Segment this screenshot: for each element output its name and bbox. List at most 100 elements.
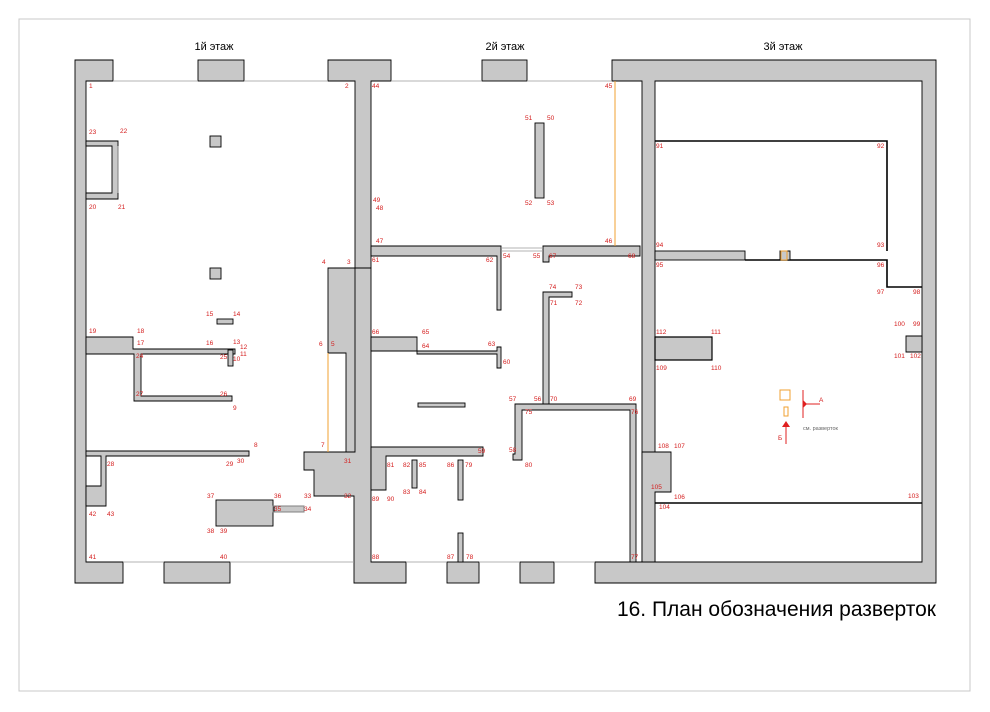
point-label-57: 57: [509, 396, 517, 403]
sheet-title: 16. План обозначения разверток: [617, 598, 937, 621]
point-label-17: 17: [137, 340, 145, 347]
point-label-65: 65: [422, 329, 430, 336]
point-label-61: 61: [372, 257, 380, 264]
point-label-12: 12: [240, 344, 248, 351]
point-label-13: 13: [233, 339, 241, 346]
point-label-19: 19: [89, 328, 97, 335]
outer-walls: [74, 59, 937, 584]
point-label-72: 72: [575, 300, 583, 307]
point-label-62: 62: [486, 257, 494, 264]
point-label-84: 84: [419, 489, 427, 496]
point-label-112: 112: [656, 329, 667, 336]
arrow-b-label: Б: [778, 435, 782, 442]
point-label-71: 71: [550, 300, 558, 307]
point-label-49: 49: [373, 197, 381, 204]
point-label-80: 80: [525, 462, 533, 469]
point-label-83: 83: [403, 489, 411, 496]
point-label-33: 33: [304, 493, 312, 500]
point-label-74: 74: [549, 284, 557, 291]
point-label-4: 4: [322, 259, 326, 266]
point-label-105: 105: [651, 484, 662, 491]
point-label-107: 107: [674, 443, 685, 450]
point-label-87: 87: [447, 554, 455, 561]
point-label-54: 54: [503, 253, 511, 260]
point-label-1: 1: [89, 83, 93, 90]
point-label-43: 43: [107, 511, 115, 518]
point-label-68: 68: [628, 253, 636, 260]
point-label-6: 6: [319, 341, 323, 348]
point-label-40: 40: [220, 554, 228, 561]
point-label-32: 32: [344, 493, 352, 500]
point-label-26: 26: [220, 391, 228, 398]
point-label-63: 63: [488, 341, 496, 348]
point-label-55: 55: [533, 253, 541, 260]
point-label-9: 9: [233, 405, 237, 412]
point-label-38: 38: [207, 528, 215, 535]
point-label-41: 41: [89, 554, 97, 561]
point-label-29: 29: [226, 461, 234, 468]
point-label-104: 104: [659, 504, 670, 511]
point-label-78: 78: [466, 554, 474, 561]
point-label-89: 89: [372, 496, 380, 503]
point-label-66: 66: [372, 329, 380, 336]
point-label-86: 86: [447, 462, 455, 469]
legend-arrows: А Б см. разверток: [778, 390, 839, 444]
point-label-97: 97: [877, 289, 885, 296]
legend-note: см. разверток: [803, 426, 839, 432]
point-label-53: 53: [547, 200, 555, 207]
point-label-103: 103: [908, 493, 919, 500]
point-label-16: 16: [206, 340, 214, 347]
point-label-99: 99: [913, 321, 921, 328]
point-label-101: 101: [894, 353, 905, 360]
room-outlines: [113, 80, 612, 563]
point-label-109: 109: [656, 365, 667, 372]
sheet-border: [18, 18, 971, 692]
point-label-98: 98: [913, 289, 921, 296]
point-label-15: 15: [206, 311, 214, 318]
point-label-14: 14: [233, 311, 241, 318]
point-label-39: 39: [220, 528, 228, 535]
point-label-100: 100: [894, 321, 905, 328]
point-label-45: 45: [605, 83, 613, 90]
point-label-44: 44: [372, 83, 380, 90]
point-label-73: 73: [575, 284, 583, 291]
point-label-22: 22: [120, 128, 128, 135]
point-label-76: 76: [631, 409, 639, 416]
point-label-82: 82: [403, 462, 411, 469]
point-label-108: 108: [658, 443, 669, 450]
point-label-52: 52: [525, 200, 533, 207]
point-label-46: 46: [605, 238, 613, 245]
point-label-8: 8: [254, 442, 258, 449]
point-label-24: 24: [136, 353, 144, 360]
point-label-85: 85: [419, 462, 427, 469]
point-label-64: 64: [422, 343, 430, 350]
point-label-70: 70: [550, 396, 558, 403]
point-label-31: 31: [344, 458, 352, 465]
point-label-56: 56: [534, 396, 542, 403]
point-label-7: 7: [321, 442, 325, 449]
point-label-106: 106: [674, 494, 685, 501]
point-label-88: 88: [372, 554, 380, 561]
point-label-48: 48: [376, 205, 384, 212]
point-label-96: 96: [877, 262, 885, 269]
point-label-18: 18: [137, 328, 145, 335]
point-label-25: 25: [220, 354, 228, 361]
floor-3-label: 3й этаж: [763, 41, 803, 53]
section-lines: [327, 81, 791, 452]
point-label-35: 35: [274, 506, 282, 513]
point-label-111: 111: [711, 329, 721, 336]
point-label-90: 90: [387, 496, 395, 503]
point-label-28: 28: [107, 461, 115, 468]
point-label-5: 5: [331, 341, 335, 348]
point-label-36: 36: [274, 493, 282, 500]
point-label-75: 75: [525, 409, 533, 416]
point-label-51: 51: [525, 115, 533, 122]
floor-1-label: 1й этаж: [194, 41, 234, 53]
point-label-92: 92: [877, 143, 885, 150]
point-label-42: 42: [89, 511, 97, 518]
point-label-94: 94: [656, 242, 664, 249]
point-label-77: 77: [631, 554, 639, 561]
point-label-21: 21: [118, 204, 126, 211]
point-label-93: 93: [877, 242, 885, 249]
point-label-79: 79: [465, 462, 473, 469]
